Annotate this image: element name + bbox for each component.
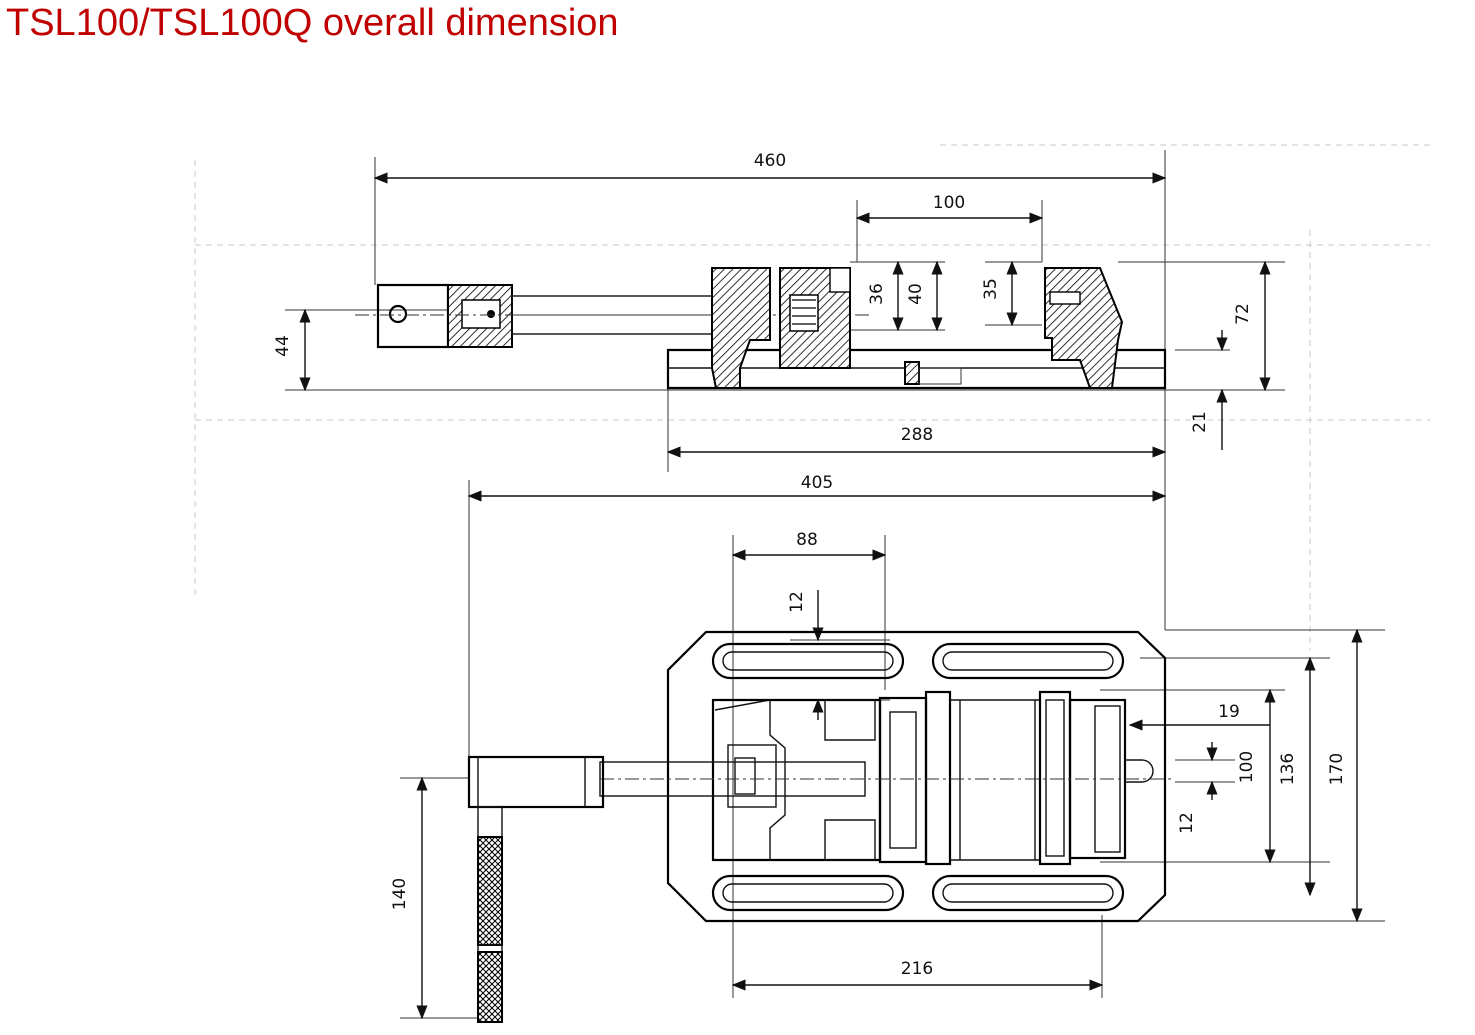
dim-288: 288: [901, 425, 933, 445]
dim-405: 405: [801, 473, 833, 493]
dim-140: 140: [390, 878, 410, 910]
dim-36: 36: [867, 283, 887, 305]
side-view: [285, 150, 1285, 630]
dim-40: 40: [906, 283, 926, 305]
plan-view: [400, 480, 1385, 1023]
dim-72: 72: [1233, 303, 1253, 325]
dim-19: 19: [1218, 702, 1240, 722]
dim-460: 460: [754, 151, 786, 171]
dim-100-side: 100: [1237, 751, 1257, 783]
dim-12-bottom: 12: [1177, 812, 1197, 834]
dim-12-top: 12: [787, 591, 807, 613]
dim-100-top: 100: [933, 193, 965, 213]
dim-170: 170: [1327, 753, 1347, 785]
dim-88: 88: [796, 530, 818, 550]
dim-136: 136: [1278, 753, 1298, 785]
dim-21: 21: [1190, 411, 1210, 433]
dimension-labels: 460 100 36 40 35 72 44 288 21 405 88 12 …: [273, 151, 1347, 979]
dim-35: 35: [981, 278, 1001, 300]
drawing-title: TSL100/TSL100Q overall dimension: [6, 2, 619, 44]
dim-44: 44: [273, 335, 293, 357]
dim-216: 216: [901, 959, 933, 979]
background-ghost-lines: [194, 144, 1430, 650]
